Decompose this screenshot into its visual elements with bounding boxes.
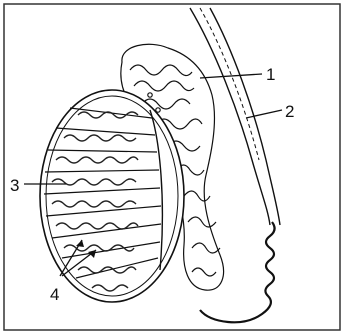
callout-2: 2 xyxy=(285,102,294,121)
callout-4: 4 xyxy=(50,285,59,304)
callout-3: 3 xyxy=(10,176,19,195)
callout-1: 1 xyxy=(266,65,275,84)
testis-body xyxy=(40,90,184,302)
